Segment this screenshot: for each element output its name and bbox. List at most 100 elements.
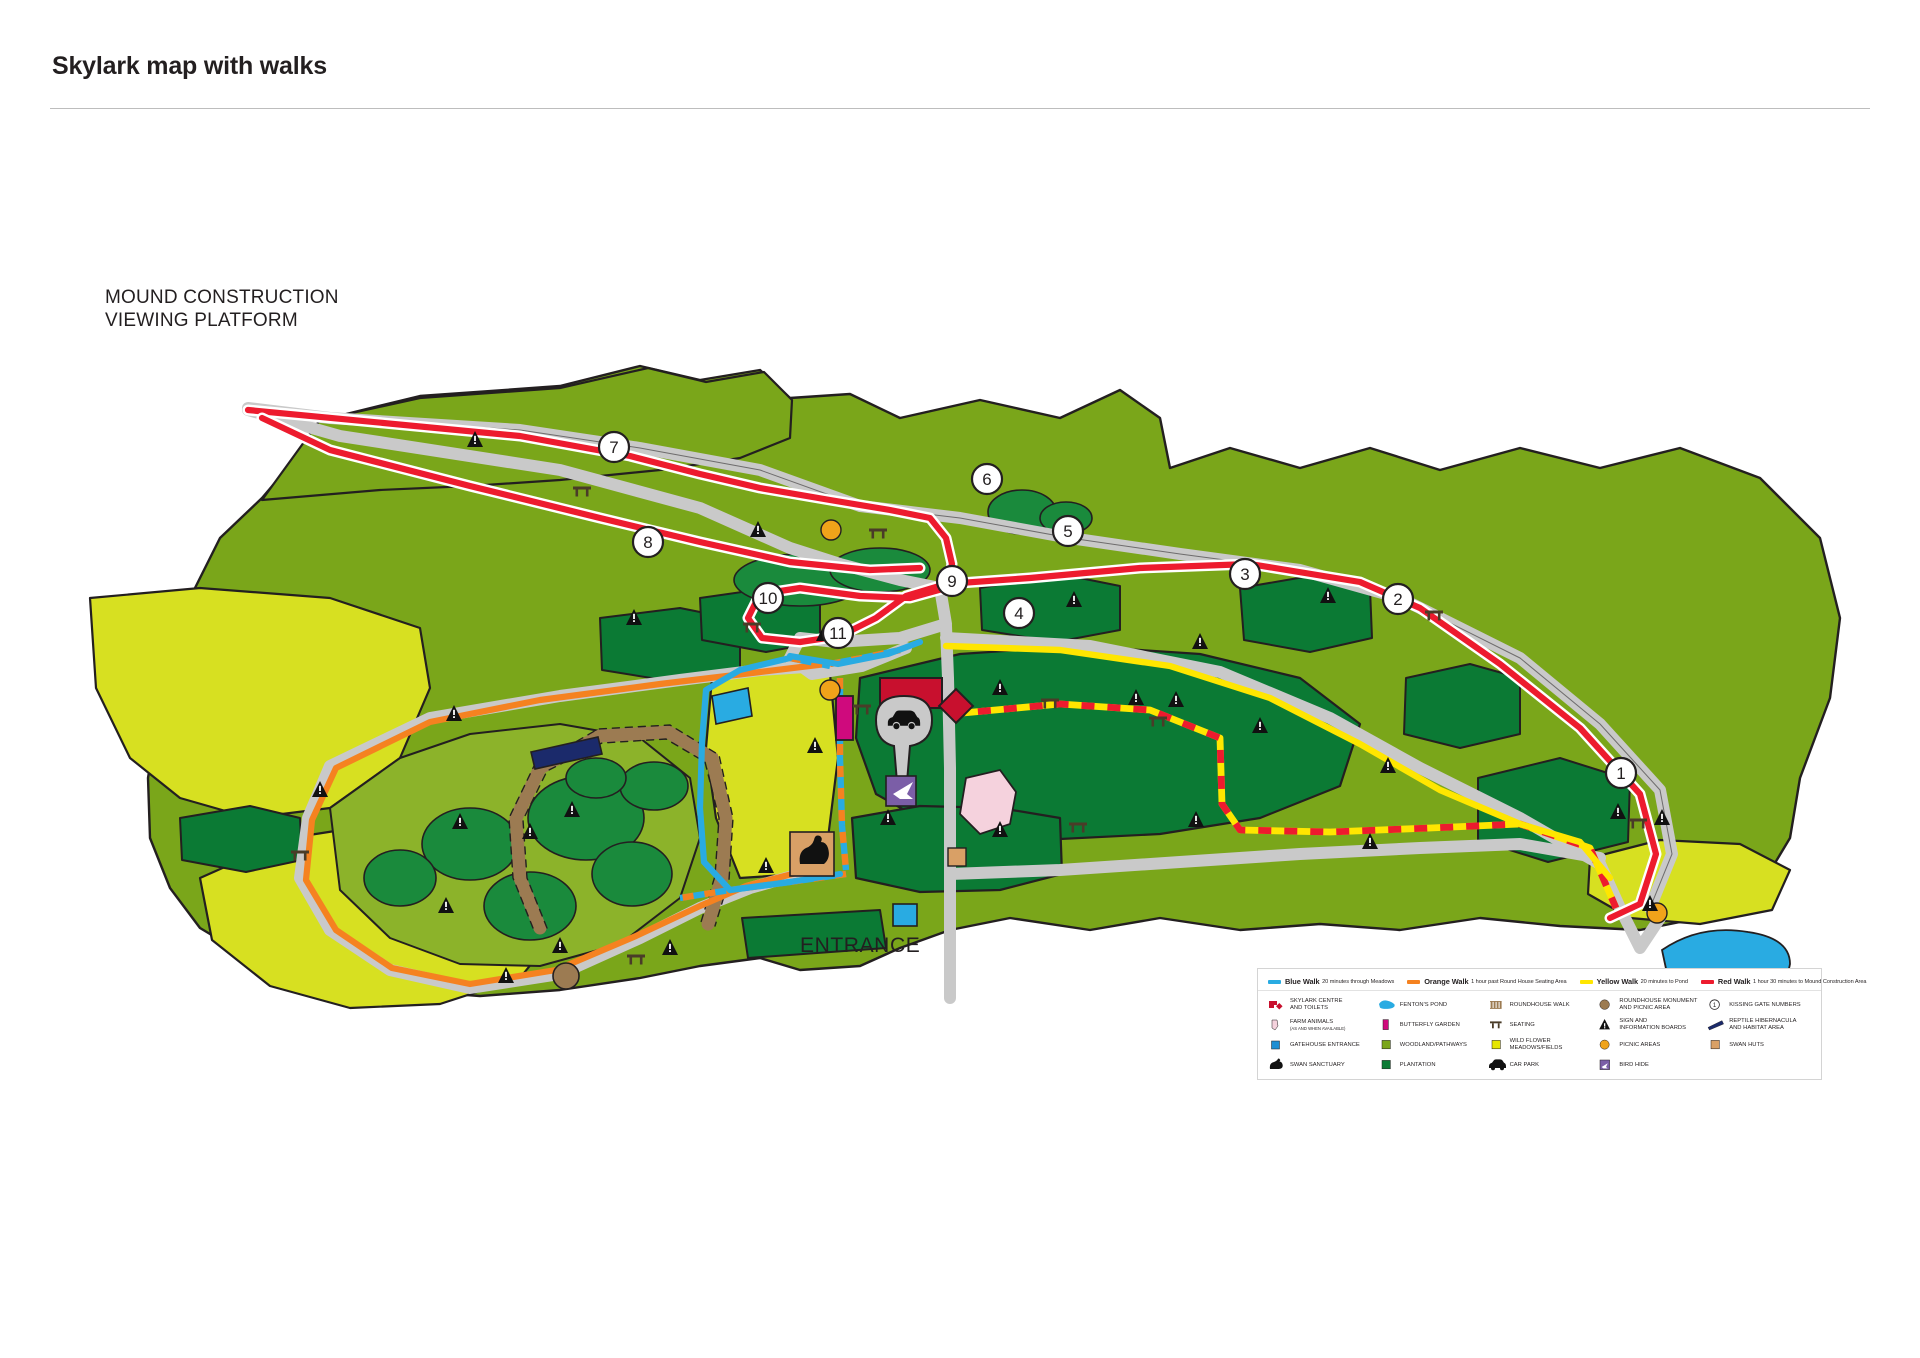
plantation-icon	[1378, 1057, 1397, 1073]
kissing-gate-7[interactable]: 7	[597, 430, 631, 464]
reptile-hibernacula-area[interactable]	[530, 736, 603, 770]
legend-walk-name: Blue Walk	[1285, 977, 1320, 986]
wild-flower-meadows-icon	[1488, 1037, 1507, 1053]
kissing-gate-1[interactable]: 1	[1604, 756, 1638, 790]
kissing-gate-5[interactable]: 5	[1051, 514, 1085, 548]
svg-text:1: 1	[1713, 1003, 1717, 1009]
kissing-gate-label: 10	[759, 589, 778, 608]
roundhouse-walk-path[interactable]	[508, 724, 734, 935]
pond-small-central[interactable]	[711, 687, 753, 725]
legend-item-label: PLANTATION	[1399, 1061, 1436, 1068]
yellow-walk-route[interactable]	[942, 642, 1614, 882]
map-label-mound-construction: MOUND CONSTRUCTION VIEWING PLATFORM	[105, 287, 339, 331]
legend-item-label: CAR PARK	[1509, 1061, 1539, 1068]
kissing-gate-6[interactable]: 6	[970, 462, 1004, 496]
legend-item-label: REPTILE HIBERNACULA AND HABITAT AREA	[1729, 1018, 1797, 1031]
legend-item-swan-huts[interactable]: SWAN HUTS	[1707, 1036, 1815, 1054]
kissing-gate-4[interactable]: 4	[1002, 596, 1036, 630]
legend-item-fentons-pond[interactable]: FENTON'S POND	[1378, 996, 1486, 1014]
bird-hide-marker[interactable]	[885, 775, 917, 807]
legend-item-label: SEATING	[1509, 1021, 1535, 1028]
kissing-gate-label: 4	[1014, 604, 1023, 623]
walk-colour-swatch-icon	[1407, 979, 1421, 984]
title-divider	[50, 108, 1870, 109]
legend-item-swan-sanctuary[interactable]: SWAN SANCTUARY	[1268, 1056, 1376, 1074]
legend-item-seating[interactable]: SEATING	[1488, 1016, 1596, 1034]
kissing-gate-8[interactable]: 8	[631, 525, 665, 559]
roundhouse-monument-icon	[1597, 997, 1616, 1013]
walk-colour-swatch-icon	[1700, 979, 1714, 984]
legend-item-plantation[interactable]: PLANTATION	[1378, 1056, 1486, 1074]
car-icon	[887, 710, 921, 730]
legend-item-wild-flower-meadows[interactable]: WILD FLOWER MEADOWS/FIELDS	[1488, 1036, 1596, 1054]
legend-item-label: KISSING GATE NUMBERS	[1729, 1001, 1801, 1008]
legend-item-label: ROUNDHOUSE WALK	[1509, 1001, 1570, 1008]
legend-item-car-park[interactable]: CAR PARK	[1488, 1056, 1596, 1074]
legend-item-label: SWAN SANCTUARY	[1290, 1061, 1345, 1068]
legend-item-woodland-pathways[interactable]: WOODLAND/PATHWAYS	[1378, 1036, 1486, 1054]
woodland-pathways-icon	[1378, 1037, 1397, 1053]
kissing-gate-label: 9	[947, 572, 956, 591]
walk-colour-swatch-icon	[1579, 979, 1593, 984]
gatehouse-entrance-marker[interactable]	[892, 903, 918, 927]
legend-item-bird-hide[interactable]: BIRD HIDE	[1597, 1056, 1705, 1074]
path-outlines	[247, 407, 1673, 909]
plantation-right-mid	[1403, 663, 1521, 749]
legend-item-label: SIGN AND INFORMATION BOARDS	[1619, 1018, 1686, 1031]
legend-item-skylark-centre[interactable]: SKYLARK CENTRE AND TOILETS	[1268, 996, 1376, 1014]
kissing-gate-9[interactable]: 9	[935, 564, 969, 598]
legend-item-farm-animals[interactable]: FARM ANIMALS(AS AND WHEN AVAILABLE)	[1268, 1016, 1376, 1034]
legend-item-roundhouse-walk[interactable]: ROUNDHOUSE WALK	[1488, 996, 1596, 1014]
walk-colour-swatch-icon	[1268, 979, 1281, 984]
legend-item-label: WILD FLOWER MEADOWS/FIELDS	[1509, 1038, 1563, 1051]
kissing-gate-11[interactable]: 11	[821, 616, 855, 650]
swan-hut-marker[interactable]	[947, 847, 967, 867]
legend-item-empty	[1707, 1056, 1815, 1074]
legend-item-sign-information-board[interactable]: SIGN AND INFORMATION BOARDS	[1597, 1016, 1705, 1034]
legend-walk-description: 20 minutes through Meadows	[1322, 978, 1395, 985]
picnic-areas-icon	[1597, 1037, 1616, 1053]
kissing-gate-label: 8	[643, 533, 652, 552]
map-label-entrance: ENTRANCE	[800, 934, 921, 957]
legend-item-label: FENTON'S POND	[1399, 1001, 1448, 1008]
kissing-gate-3[interactable]: 3	[1228, 557, 1262, 591]
car-park-icon	[1488, 1057, 1507, 1073]
kissing-gate-label: 1	[1616, 764, 1625, 783]
legend-item-picnic-areas[interactable]: PICNIC AREAS	[1597, 1036, 1705, 1054]
fentons-pond-icon	[1378, 997, 1397, 1013]
skylark-centre-icon	[1268, 997, 1287, 1013]
legend-walk-description: 20 minutes to Pond	[1640, 978, 1688, 985]
kissing-gate-label: 7	[609, 438, 618, 457]
bird-hide-icon	[1597, 1057, 1616, 1073]
roundhouse-monument-marker[interactable]	[552, 962, 580, 990]
legend-item-kissing-gate-number[interactable]: 1 KISSING GATE NUMBERS	[1707, 996, 1815, 1014]
kissing-gate-number-icon: 1	[1707, 997, 1726, 1013]
kissing-gate-10[interactable]: 10	[751, 581, 785, 615]
legend-item-label: SKYLARK CENTRE AND TOILETS	[1290, 998, 1343, 1011]
legend-walk-name: Orange Walk	[1424, 977, 1469, 986]
kissing-gate-number-markers[interactable]: 1 2 3 4 5 6 7 8 9 10 11	[597, 430, 1638, 790]
orange-walk-route[interactable]	[302, 660, 830, 988]
legend-item-butterfly-garden[interactable]: BUTTERFLY GARDEN	[1378, 1016, 1486, 1034]
picnic-area-markers[interactable]	[819, 519, 1668, 924]
legend-item-label: GATEHOUSE ENTRANCE	[1290, 1041, 1360, 1048]
swan-huts-icon	[1707, 1037, 1726, 1053]
legend-item-label: FARM ANIMALS(AS AND WHEN AVAILABLE)	[1290, 1019, 1346, 1031]
legend-item-label: SWAN HUTS	[1729, 1041, 1764, 1048]
swan-sanctuary-marker[interactable]	[789, 831, 835, 877]
farm-animals-area[interactable]	[959, 768, 1017, 836]
butterfly-garden-area[interactable]	[835, 695, 854, 741]
legend-item-gatehouse-entrance[interactable]: GATEHOUSE ENTRANCE	[1268, 1036, 1376, 1054]
legend-item-roundhouse-monument[interactable]: ROUNDHOUSE MONUMENT AND PICNIC AREA	[1597, 996, 1705, 1014]
car-park-area[interactable]	[874, 694, 934, 795]
blue-walk-route[interactable]	[696, 638, 924, 894]
legend-item-reptile-hibernacula[interactable]: REPTILE HIBERNACULA AND HABITAT AREA	[1707, 1016, 1815, 1034]
kissing-gate-2[interactable]: 2	[1381, 582, 1415, 616]
page-title: Skylark map with walks	[52, 52, 327, 80]
